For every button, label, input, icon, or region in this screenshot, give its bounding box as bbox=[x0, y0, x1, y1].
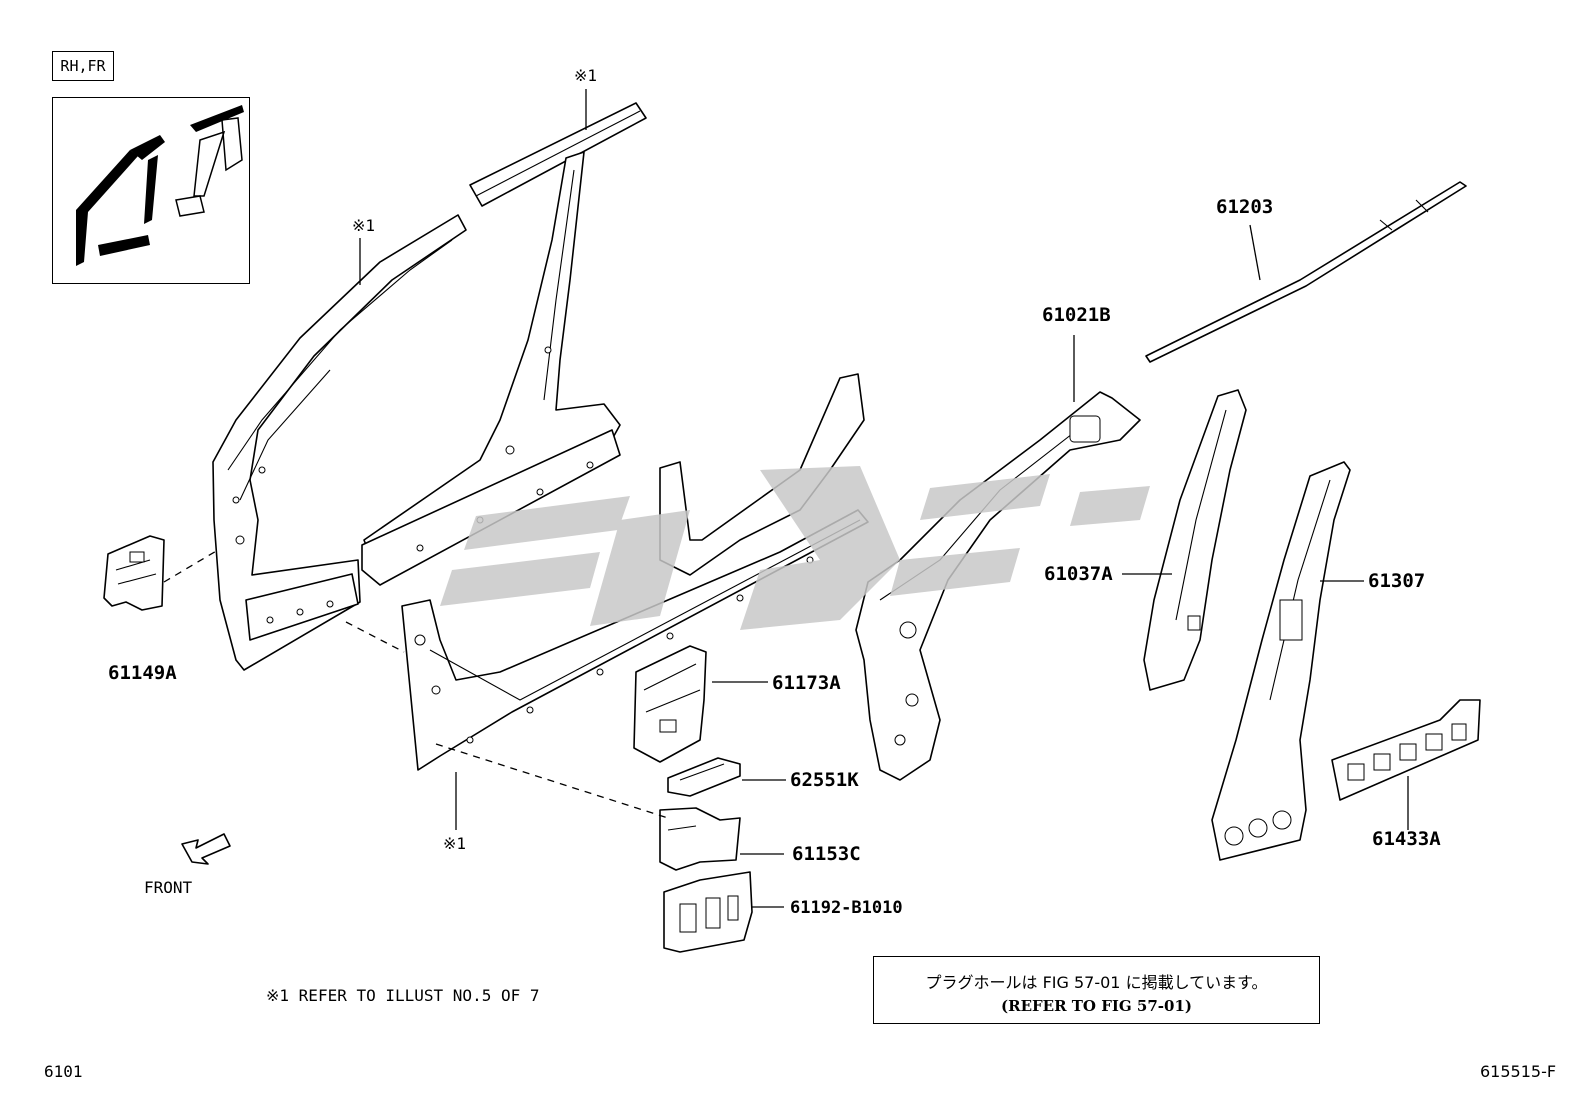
part-61149a-drawing bbox=[103, 535, 165, 611]
label-61307[interactable]: 61307 bbox=[1368, 570, 1426, 592]
label-61173a[interactable]: 61173A bbox=[772, 672, 841, 694]
label-62551k[interactable]: 62551K bbox=[790, 769, 859, 791]
label-61433a[interactable]: 61433A bbox=[1372, 828, 1441, 850]
note-english: (REFER TO FIG 57-01) bbox=[1001, 997, 1192, 1015]
ref-mark-top: ※1 bbox=[574, 66, 598, 85]
page-code-right: 615515-F bbox=[1480, 1062, 1557, 1081]
part-61307-drawing bbox=[1211, 461, 1351, 861]
ref-mark-bottom: ※1 bbox=[443, 834, 467, 853]
label-61021b[interactable]: 61021B bbox=[1042, 304, 1111, 326]
label-61037a[interactable]: 61037A bbox=[1044, 563, 1113, 585]
center-pillar-upper bbox=[361, 151, 621, 586]
part-62551k-drawing bbox=[667, 757, 741, 797]
part-61203-drawing bbox=[1145, 181, 1467, 363]
footnote: ※1 REFER TO ILLUST NO.5 OF 7 bbox=[266, 986, 540, 1005]
label-61203[interactable]: 61203 bbox=[1216, 196, 1274, 218]
inset-frame bbox=[52, 97, 250, 284]
page-code-left: 6101 bbox=[44, 1062, 83, 1081]
front-label: FRONT bbox=[144, 878, 193, 897]
watermark-logo bbox=[440, 466, 1150, 630]
view-tag: RH,FR bbox=[52, 51, 114, 81]
side-outer-panel bbox=[212, 214, 467, 671]
part-61153c-drawing bbox=[659, 807, 741, 871]
label-61192-b1010[interactable]: 61192-B1010 bbox=[790, 898, 903, 918]
part-61433a-drawing bbox=[1331, 699, 1481, 801]
roof-rail-upper bbox=[469, 102, 647, 207]
assembly-line-61153c bbox=[435, 743, 669, 819]
label-61149a[interactable]: 61149A bbox=[108, 662, 177, 684]
ref-mark-left: ※1 bbox=[352, 216, 376, 235]
front-arrow-icon bbox=[181, 833, 231, 865]
note-japanese: プラグホールは FIG 57-01 に掲載しています。 bbox=[925, 973, 1268, 992]
part-61037a-drawing bbox=[1143, 389, 1247, 691]
inset-silhouette bbox=[76, 105, 244, 266]
plug-hole-note: プラグホールは FIG 57-01 に掲載しています。 (REFER TO FI… bbox=[873, 956, 1320, 1024]
assembly-line-rocker bbox=[345, 621, 405, 653]
label-61153c[interactable]: 61153C bbox=[792, 843, 861, 865]
part-61173a-drawing bbox=[633, 645, 707, 763]
part-61192-drawing bbox=[663, 871, 753, 953]
assembly-line-61149a bbox=[163, 549, 219, 583]
leader-61203 bbox=[1249, 224, 1261, 281]
